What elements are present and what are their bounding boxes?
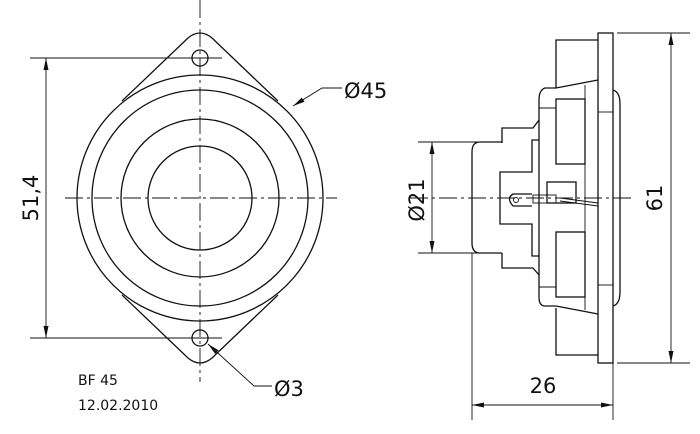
- dim-label-26: 26: [530, 374, 557, 398]
- dim-label-diameter-21: Ø21: [405, 178, 429, 221]
- frame-top: [555, 39, 598, 88]
- basket: [538, 79, 599, 315]
- terminal-hole: [513, 197, 519, 203]
- terminal-tab: [508, 193, 532, 207]
- dim-label-61: 61: [643, 185, 667, 212]
- terminal-block: [546, 181, 577, 204]
- leader-hole-3: [207, 343, 272, 387]
- back-lugs: [501, 119, 540, 276]
- frame-bottom: [555, 308, 598, 356]
- dim-label-hole-3: Ø3: [274, 377, 304, 401]
- dim-label-51-4: 51,4: [19, 175, 43, 222]
- front-view: 51,4 Ø45 Ø3 BF 45 12.02.2010: [19, 0, 387, 414]
- leader-diameter-45: [292, 87, 342, 107]
- side-view: Ø21 61 26: [405, 32, 690, 420]
- terminal-connector: [532, 194, 557, 204]
- basket-window-top: [555, 98, 586, 165]
- date-label: 12.02.2010: [78, 398, 158, 414]
- dim-label-diameter-45: Ø45: [344, 79, 387, 103]
- model-label: BF 45: [78, 373, 118, 389]
- lead-wire: [559, 197, 599, 207]
- magnet: [471, 141, 502, 254]
- basket-window-bottom: [555, 231, 586, 298]
